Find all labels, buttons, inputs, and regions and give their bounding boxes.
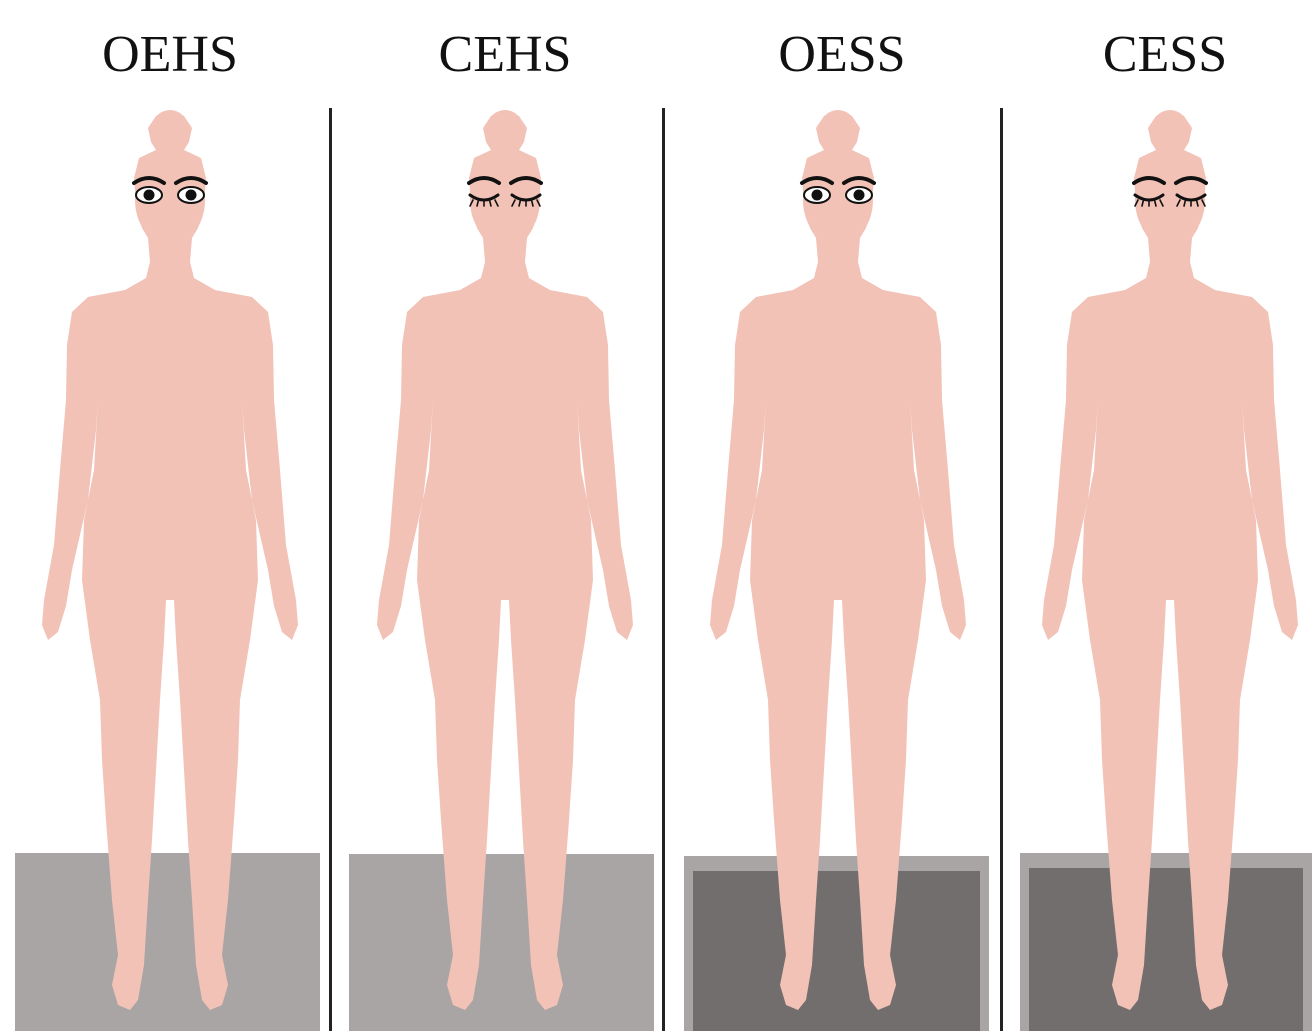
surface-soft <box>1020 853 1312 1031</box>
soft-surface-core <box>1029 868 1303 1031</box>
hair-bun <box>1152 110 1188 146</box>
